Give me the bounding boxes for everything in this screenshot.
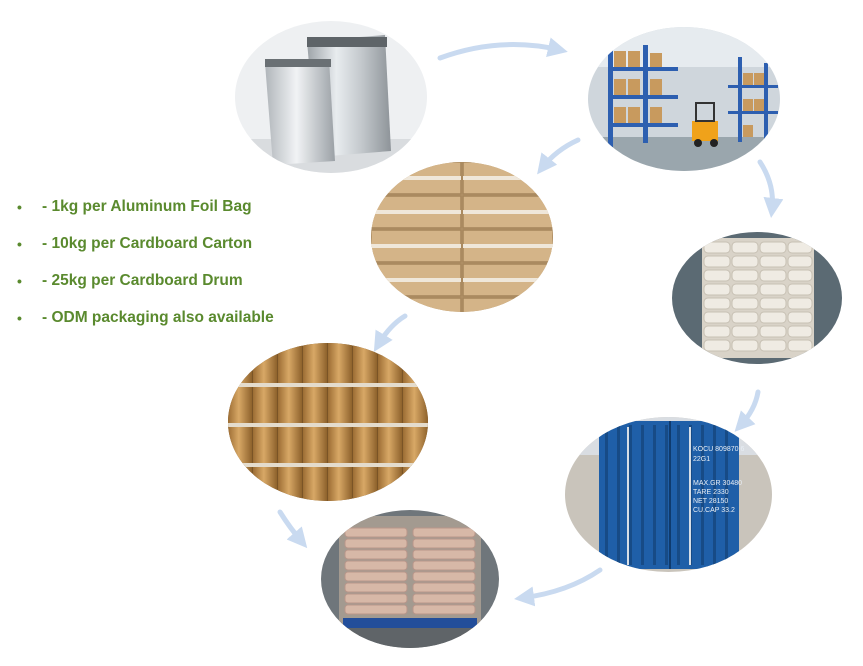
container-marking-1: KOCU 809870 6: [693, 446, 744, 453]
container-marking-4: TARE 2330: [693, 489, 729, 496]
container-marking-6: CU.CAP 33.2: [693, 507, 735, 514]
arrow-warehouse-to-sacks: [757, 159, 784, 218]
sacks-in-container-photo: [672, 232, 842, 364]
shipping-container-photo: KOCU 809870 6 22G1 MAX.GR 30480 TARE 233…: [565, 417, 772, 572]
container-marking-5: NET 28150: [693, 498, 728, 505]
packaging-option-3: •- 25kg per Cardboard Drum: [14, 270, 274, 307]
bullet-icon: •: [17, 310, 22, 326]
bullet-icon: •: [17, 273, 22, 289]
arrow-warehouse-to-cartons: [537, 137, 581, 175]
arrow-drums-to-pallets: [277, 509, 308, 549]
aluminum-foil-bags-photo: [235, 21, 427, 173]
container-marking-2: 22G1: [693, 456, 710, 463]
packaging-option-2: •- 10kg per Cardboard Carton: [14, 233, 274, 270]
container-marking-3: MAX.GR 30480: [693, 480, 742, 487]
cardboard-drums-photo: [228, 343, 428, 501]
packaging-option-1: •- 1kg per Aluminum Foil Bag: [14, 196, 274, 233]
arrow-foil-to-warehouse: [437, 37, 568, 61]
warehouse-photo: [588, 27, 780, 171]
packaging-options-list: •- 1kg per Aluminum Foil Bag •- 10kg per…: [14, 196, 274, 344]
bullet-icon: •: [17, 236, 22, 252]
arrow-container-to-pallets: [514, 567, 603, 607]
arrow-cartons-to-drums: [373, 313, 408, 352]
packaging-option-4: •- ODM packaging also available: [14, 307, 274, 344]
cardboard-cartons-photo: [371, 162, 553, 312]
bullet-icon: •: [17, 199, 22, 215]
palletized-goods-photo: [321, 510, 499, 648]
arrow-sacks-to-container: [734, 389, 761, 432]
